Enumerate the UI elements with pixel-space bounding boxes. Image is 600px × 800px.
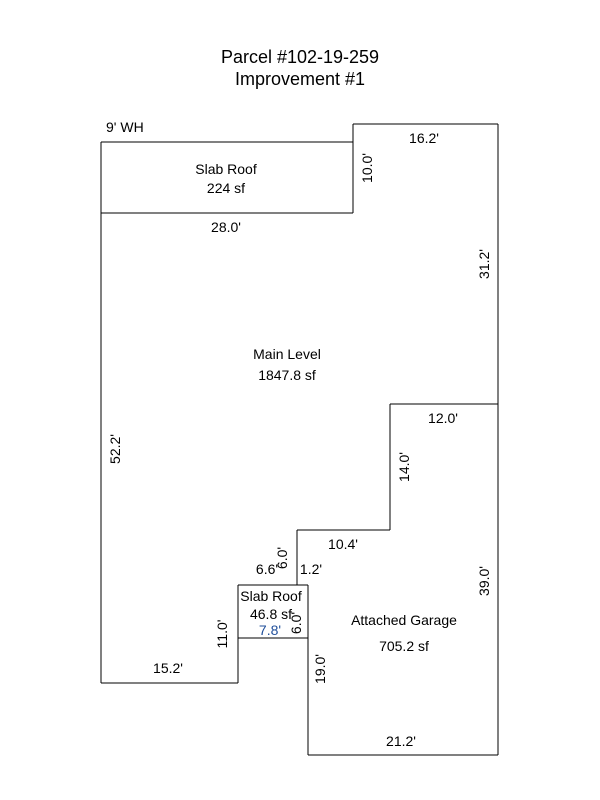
wall-height-note: 9' WH — [106, 119, 144, 135]
dim-step-upper: 14.0' — [396, 452, 412, 482]
dim-garage-left: 19.0' — [312, 654, 328, 684]
main-level-name: Main Level — [253, 346, 321, 362]
dim-small-roof-left: 11.0' — [214, 620, 230, 649]
dim-step-horizontal: 10.4' — [328, 536, 358, 552]
improvement-title: Improvement #1 — [235, 69, 365, 89]
dim-top-right-width: 16.2' — [409, 130, 439, 146]
dim-garage-top: 12.0' — [428, 410, 458, 426]
dim-small-roof-bottom: 7.8' — [259, 622, 281, 638]
dim-small-roof-top: 6.6' — [256, 561, 278, 577]
dim-small-jog: 1.2' — [300, 561, 322, 577]
slab-roof-small-name: Slab Roof — [240, 588, 302, 604]
dim-garage-bottom: 21.2' — [386, 733, 416, 749]
parcel-title: Parcel #102-19-259 — [221, 47, 379, 67]
dim-left-side: 52.2' — [107, 434, 123, 464]
dim-bottom-left: 15.2' — [153, 660, 183, 676]
slab-roof-small-area: 46.8 sf — [250, 606, 292, 622]
slab-roof-top-area: 224 sf — [207, 180, 245, 196]
dim-slab-width: 28.0' — [211, 219, 241, 235]
dim-small-roof-height-upper: 6.0' — [274, 547, 290, 569]
garage-name: Attached Garage — [351, 612, 457, 628]
dim-slab-height: 10.0' — [359, 153, 375, 183]
garage-area: 705.2 sf — [379, 638, 429, 654]
building-outline — [100, 123, 499, 756]
slab-roof-top-name: Slab Roof — [195, 161, 257, 177]
dim-garage-right: 39.0' — [476, 566, 492, 596]
dim-small-roof-right: 6.0' — [288, 612, 304, 634]
dim-right-upper: 31.2' — [476, 249, 492, 279]
main-level-area: 1847.8 sf — [258, 367, 316, 383]
